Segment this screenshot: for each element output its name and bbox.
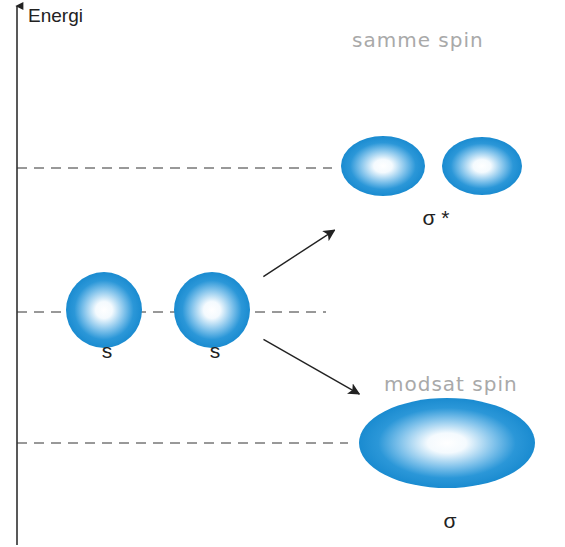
orbital-label: s	[170, 338, 260, 364]
orbital-arrow	[263, 339, 359, 394]
orbital-lobe	[359, 398, 535, 488]
antibonding-orbital: σ *	[338, 133, 534, 233]
orbital-shape	[338, 133, 528, 199]
level-line	[17, 443, 348, 444]
axis-label: Energi	[28, 5, 83, 27]
s-orbital: s	[62, 270, 152, 366]
bonding-orbital: σ	[356, 396, 544, 536]
orbital-shape	[356, 396, 538, 492]
energy-axis	[16, 6, 18, 545]
level-line	[17, 312, 326, 313]
orbital-shape	[170, 270, 254, 350]
orbital-lobe	[66, 272, 142, 348]
level-line	[17, 168, 332, 169]
orbital-arrow	[263, 230, 334, 276]
handwritten-note: samme spin	[352, 28, 484, 52]
orbital-label: s	[62, 338, 152, 364]
orbital-lobe	[442, 137, 522, 195]
orbital-label: σ *	[338, 205, 534, 231]
handwritten-note: modsat spin	[384, 372, 518, 396]
orbital-lobe	[174, 272, 250, 348]
orbital-lobe	[341, 136, 425, 196]
orbital-shape	[62, 270, 146, 350]
orbital-label: σ	[356, 508, 544, 534]
s-orbital: s	[170, 270, 260, 366]
